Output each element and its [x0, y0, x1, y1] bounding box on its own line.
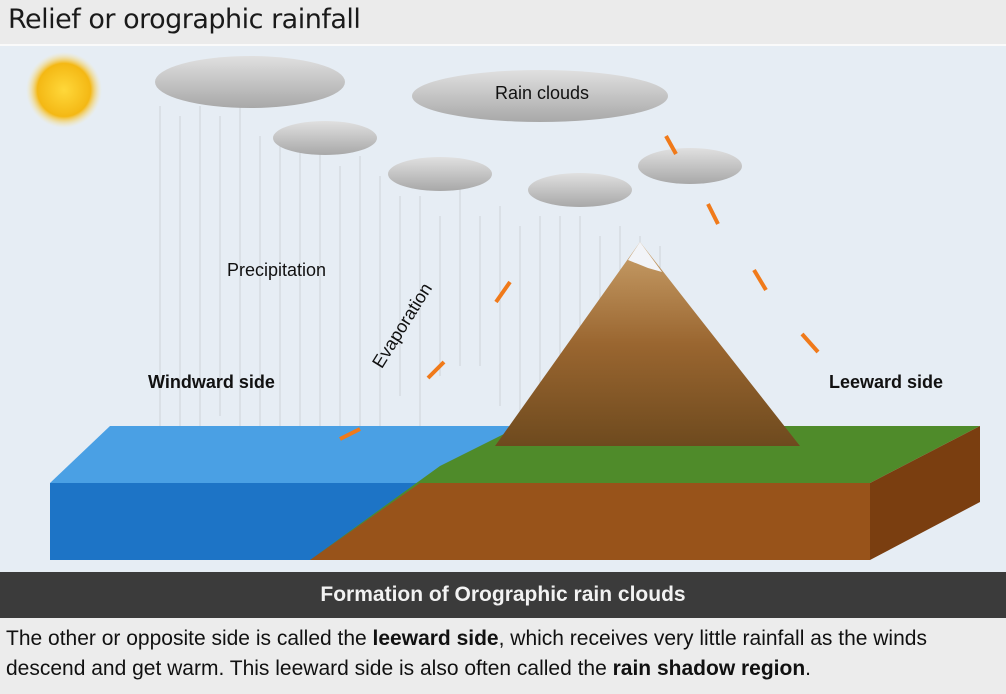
leeward-side-term: leeward side [372, 627, 499, 650]
precipitation-label: Precipitation [227, 260, 327, 280]
diagram-caption: Formation of Orographic rain clouds [0, 572, 1006, 618]
slide-title: Relief or orographic rainfall [8, 4, 361, 35]
rain-clouds-label: Rain clouds [495, 83, 590, 103]
leeward-side-label: Leeward side [829, 372, 944, 392]
diagram-illustration [0, 46, 1006, 572]
wind-arrow-icons [339, 135, 820, 441]
text: The other or opposite side is called the [6, 627, 373, 650]
sun-icon [26, 52, 102, 128]
title-bar: Relief or orographic rainfall [0, 0, 1006, 46]
mountain [495, 242, 800, 446]
description-text: The other or opposite side is called the… [6, 624, 1001, 684]
text: . [805, 657, 811, 680]
windward-side-label: Windward side [148, 372, 275, 392]
cloud-icons [155, 56, 742, 207]
orographic-rainfall-diagram: Rain clouds Precipitation Evaporation Wi… [0, 46, 1006, 572]
text: , which receives very little rainfall as… [6, 627, 927, 680]
rain-shadow-term: rain shadow region [612, 657, 806, 680]
